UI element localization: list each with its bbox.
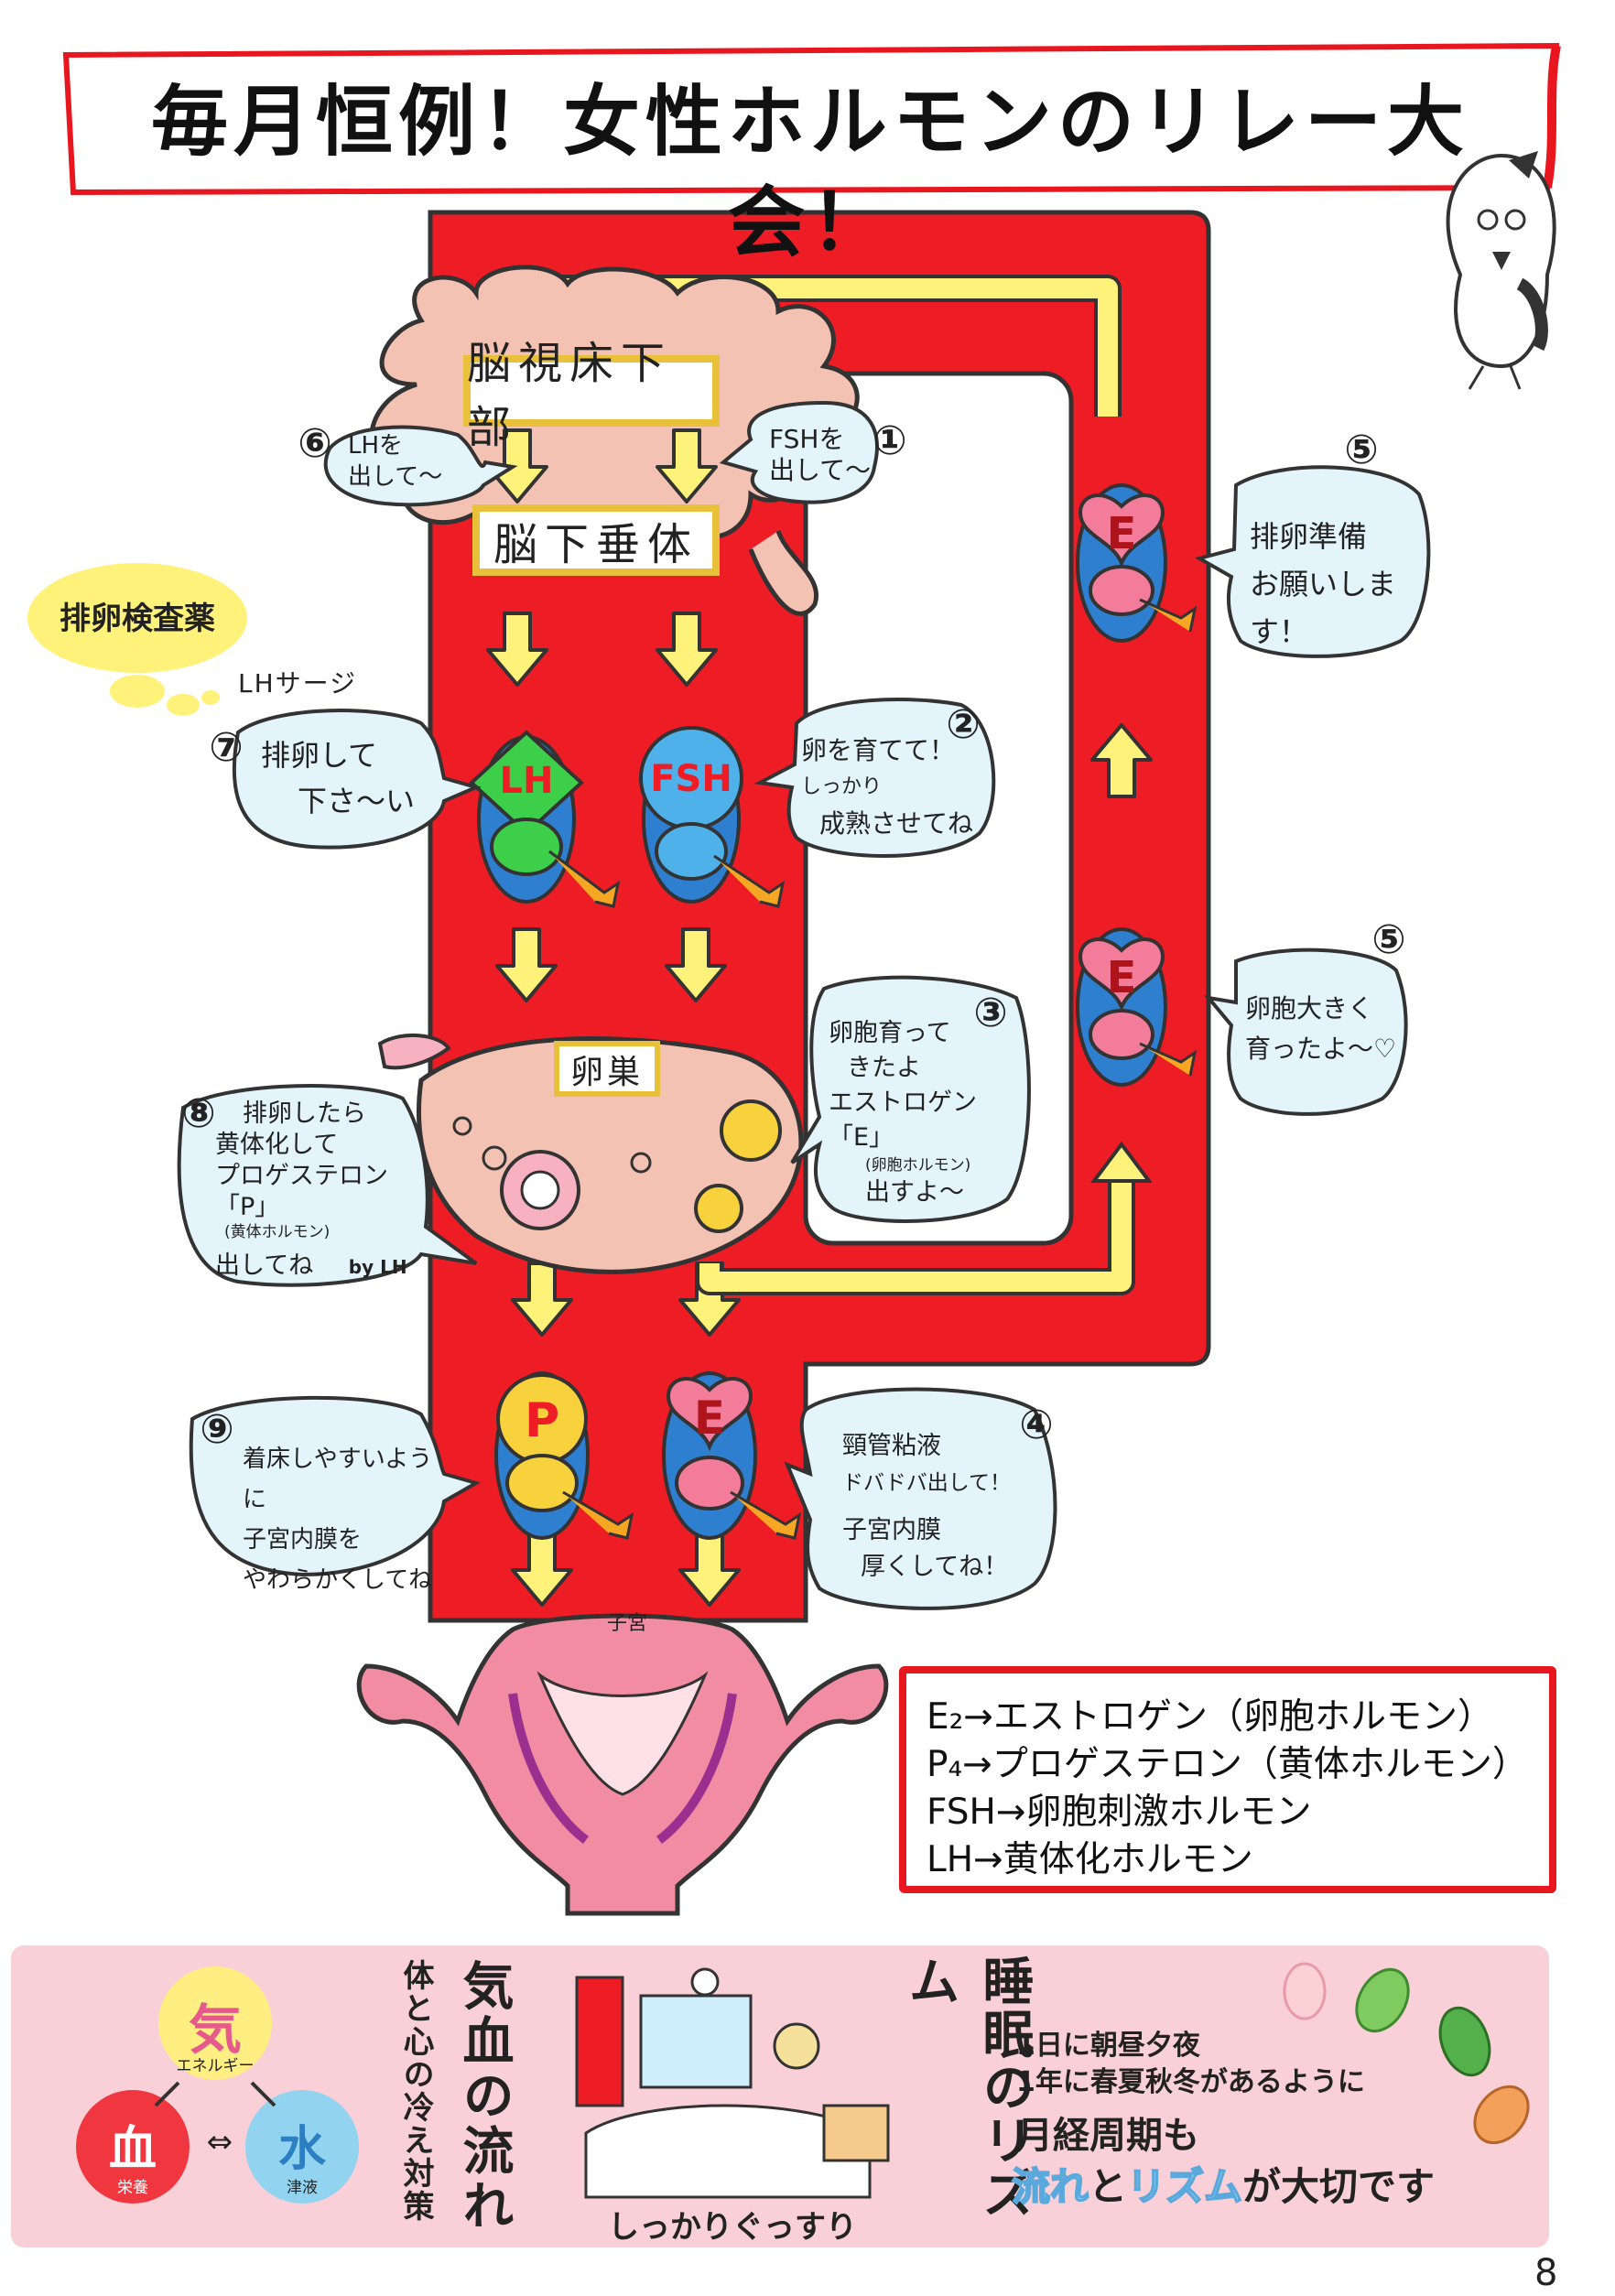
bubble-5a-text: 卵胞大きく育ったよ〜♡ (1245, 993, 1397, 1064)
bubble-1-text: FSHを出して〜 (769, 424, 872, 485)
flow-subtitle: 体と心の冷え対策 (397, 1959, 434, 2223)
e-character-right-middle (1076, 927, 1198, 1087)
e-character-right-top (1076, 483, 1198, 643)
bubble-2-number: ② (946, 701, 981, 748)
bubble-3-text: 卵胞育ってきたよエストロゲン「E」(卵胞ホルモン)出すよ〜 (829, 1019, 977, 1207)
legend-lh: LH→黄体化ホルモン (927, 1839, 1253, 1880)
lh-label: LH (499, 760, 554, 802)
leaf-decorations (1283, 1962, 1530, 2145)
sleep-title: 睡眠のリズム (900, 1955, 1034, 2220)
fsh-character (639, 726, 786, 908)
hypothalamus-box (463, 355, 720, 427)
sleep-caption: しっかりぐっすり (608, 2209, 857, 2246)
lh-character (469, 730, 621, 908)
bubble-5a-number: ⑤ (1371, 916, 1406, 963)
uterus-label: 子宮 (606, 1612, 647, 1635)
sleep-illustration (575, 1967, 890, 2199)
lh-surge-label: LHサージ (238, 668, 358, 699)
bird-mascot (1446, 151, 1556, 390)
bubble-6-number: ⑥ (298, 420, 332, 467)
ki-ketsu-sui-circles (76, 1966, 359, 2204)
bubble-9-text: 着床しやすいように子宮内膜をやわらかくしてね (243, 1446, 433, 1594)
bubble-5b-number: ⑤ (1344, 427, 1379, 473)
bubble-6-text: LHを出して〜 (348, 432, 443, 491)
bubble-shapes (177, 400, 1431, 1610)
hypothalamus-label: 脳視床下部 (467, 338, 673, 453)
e-label-right-middle: E (1106, 952, 1137, 1003)
p-label: P (524, 1393, 560, 1448)
bubble-3-shape (790, 975, 1031, 1223)
bubble-8-text: 排卵したら黄体化してプロゲステロン「P」(黄体ホルモン)出してね by LH (215, 1099, 407, 1280)
legend-p4: P₄→プロゲステロン（黄体ホルモン） (927, 1744, 1528, 1785)
message-line1: 1日に朝昼夕夜 (1016, 2030, 1200, 2062)
uterus (356, 1613, 889, 1916)
e-label-bottom: E (693, 1392, 726, 1445)
legend-e2: E₂→エストロゲン（卵胞ホルモン） (927, 1696, 1493, 1738)
legend-box: E₂→エストロゲン（卵胞ホルモン） P₄→プロゲステロン（黄体ホルモン） FSH… (899, 1666, 1556, 1893)
e-character-bottom (662, 1371, 802, 1540)
bubble-5b-text: 排卵準備お願いします！ (1250, 519, 1397, 649)
bubble-7-shape (232, 709, 482, 850)
bubble-3-number: ③ (973, 990, 1008, 1036)
bubble-9-number: ⑨ (200, 1406, 234, 1453)
exchange-arrow: ⇔ (206, 2124, 233, 2161)
bubble-8-number: ⑧ (181, 1090, 216, 1137)
sui-char: 水 (277, 2122, 326, 2177)
ovary-box (554, 1041, 660, 1097)
test-kit-bubble (27, 563, 247, 716)
pituitary-label: 脳下垂体 (493, 519, 699, 570)
message-line3: 月経周期も (1016, 2115, 1199, 2157)
pituitary-box (472, 504, 720, 576)
ki-sub: エネルギー (176, 2057, 255, 2075)
e-label-right-top: E (1106, 508, 1137, 559)
message-line4: 流れとリズムが大切です (1011, 2163, 1436, 2210)
bubble-5b-shape (1194, 465, 1431, 658)
bubble-7-number: ⑦ (209, 724, 244, 771)
bubble-2-shape (753, 698, 996, 858)
flow-title: 気血の流れ (454, 1959, 514, 2234)
bubble-4-number: ④ (1019, 1402, 1054, 1448)
sui-sub: 津液 (287, 2179, 318, 2197)
ovary-label: 卵巣 (569, 1053, 644, 1091)
page-title: 毎月恒例！女性ホルモンのリレー大会！ (150, 77, 1469, 267)
bubble-4-text: 頸管粘液ドバドバ出して！子宮内膜厚くしてね！ (842, 1432, 1011, 1581)
bubble-5a-shape (1204, 948, 1408, 1116)
message-line2: 1年に春夏秋冬があるように (1016, 2066, 1365, 2098)
bubble-2-text: 卵を育てて！しっかり成熟させてね (801, 735, 974, 839)
bubble-1-number: ① (873, 417, 907, 464)
bubble-7-text: 排卵して下さ〜い (261, 738, 416, 818)
ki-char: 気 (188, 1998, 242, 2061)
bubble-1-shape (719, 400, 879, 504)
ovary-to-estrogen-path (696, 1141, 1153, 1295)
bubble-8-shape (177, 1084, 478, 1287)
test-kit-label: 排卵検査薬 (60, 601, 215, 637)
p-character (494, 1371, 634, 1540)
fsh-label: FSH (650, 758, 732, 800)
bubble-4-shape (784, 1387, 1057, 1610)
bubble-9-shape (189, 1395, 482, 1577)
ketsu-char: 血 (108, 2122, 157, 2177)
page-number: 8 (1534, 2252, 1558, 2294)
bubble-6-shape (323, 425, 518, 507)
legend-fsh: FSH→卵胞刺激ホルモン (927, 1792, 1312, 1833)
ketsu-sub: 栄養 (117, 2179, 148, 2197)
ovary (377, 1033, 804, 1274)
